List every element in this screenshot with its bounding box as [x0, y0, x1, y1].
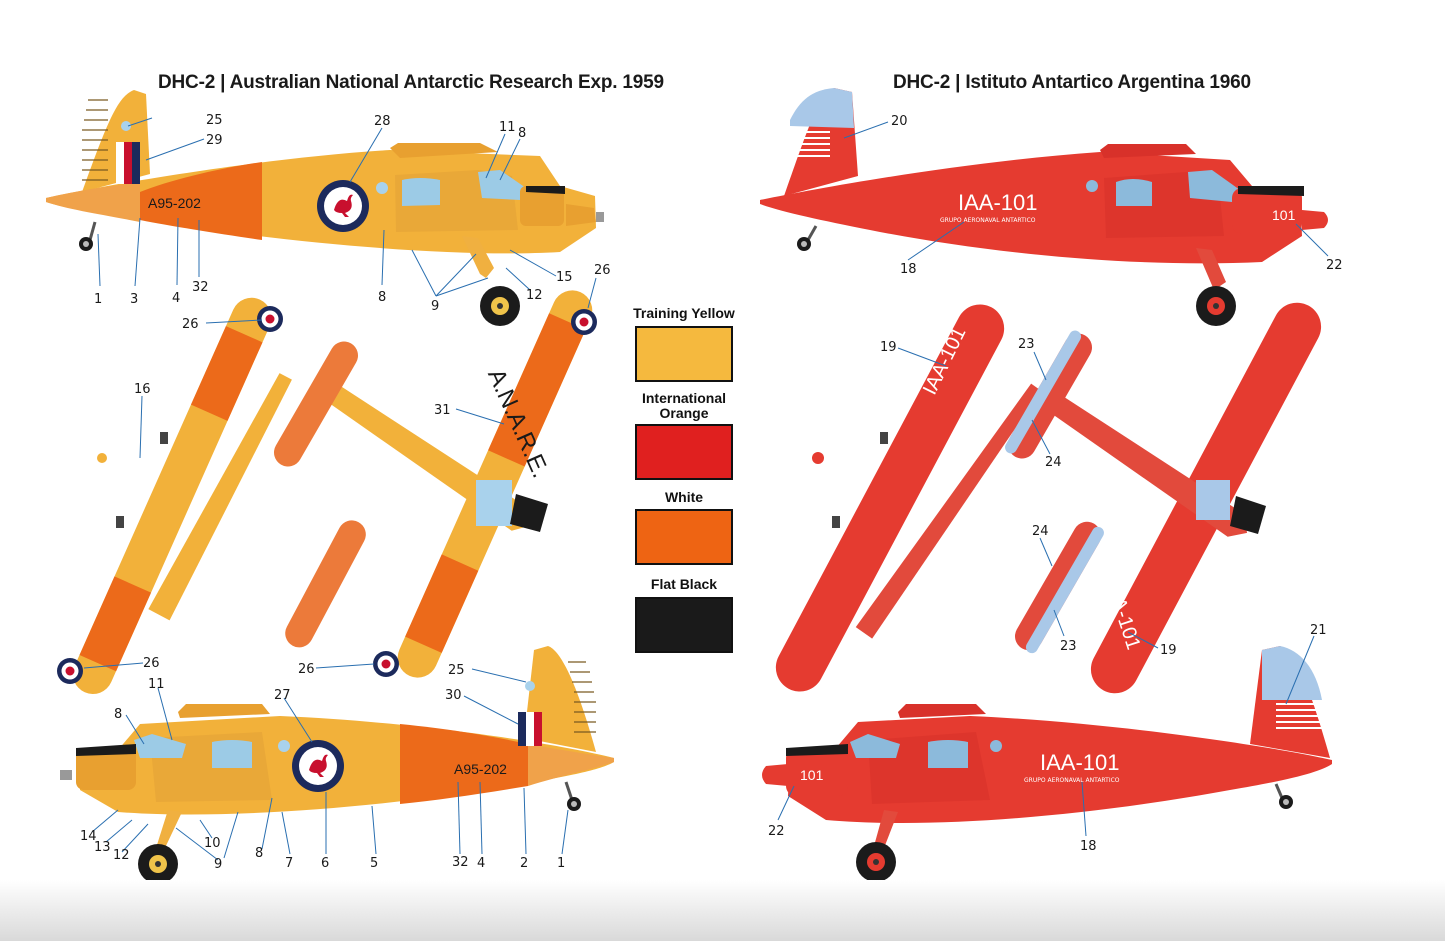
legend-label-international-orange: International Orange [641, 390, 726, 421]
callout: 7 [285, 856, 293, 871]
callout: 20 [891, 114, 908, 129]
legend-label-white: White [664, 489, 704, 505]
arg-sub-bottom: GRUPO AERONAVAL ANTARTICO [1024, 777, 1120, 784]
arg-nose-top: 101 [1272, 207, 1296, 223]
arg-side-view-bottom: IAA-101 GRUPO AERONAVAL ANTARTICO 101 [762, 635, 1332, 882]
legend-label-flat-black: Flat Black [650, 576, 718, 592]
callout: 15 [556, 270, 573, 285]
arg-plan-view-top: IAA-101 [1005, 302, 1322, 694]
aus-plan-leaders [83, 277, 597, 669]
callout: 2 [520, 856, 528, 871]
arg-side-view-top: IAA-101 GRUPO AERONAVAL ANTARTICO 101 [760, 88, 1329, 326]
swatch-training-yellow [635, 326, 733, 382]
arg-plan-callouts: 19 23 24 24 23 19 [880, 337, 1177, 658]
callout: 4 [477, 856, 485, 871]
callout: 30 [445, 688, 462, 703]
callout: 14 [80, 829, 97, 844]
aus-top-callouts: 25 29 28 11 8 1 3 4 32 8 9 12 15 [94, 113, 573, 314]
callout: 11 [148, 677, 165, 692]
arg-top-callouts: 20 18 22 [891, 114, 1343, 277]
callout: 12 [113, 848, 130, 863]
callout: 25 [206, 113, 223, 128]
aus-serial-bottom: A95-202 [454, 761, 507, 777]
callout: 9 [431, 299, 439, 314]
arg-plan-leaders [897, 347, 1159, 649]
callout: 26 [182, 317, 199, 332]
callout: 1 [557, 856, 565, 871]
aus-side-view-top: A95-202 [46, 90, 604, 326]
callout: 12 [526, 288, 543, 303]
callout: 8 [255, 846, 263, 861]
callout: 9 [214, 857, 222, 872]
aus-side-view-bottom: A95-202 [60, 646, 614, 884]
callout: 18 [1080, 839, 1097, 854]
arg-plan-view-underside: IAA-101 [775, 304, 1104, 692]
callout: 6 [321, 856, 329, 871]
arg-bottom-callouts: 21 22 18 [768, 623, 1327, 854]
callout: 18 [900, 262, 917, 277]
arg-sub-top: GRUPO AERONAVAL ANTARTICO [940, 217, 1036, 224]
callout: 11 [499, 120, 516, 135]
arg-nose-bottom: 101 [800, 767, 824, 783]
callout: 5 [370, 856, 378, 871]
callout: 26 [143, 656, 160, 671]
callout: 24 [1045, 455, 1062, 470]
callout: 24 [1032, 524, 1049, 539]
callout: 23 [1060, 639, 1077, 654]
right-title: DHC-2 | Istituto Antartico Argentina 196… [893, 72, 1251, 93]
callout: 26 [594, 263, 611, 278]
callout: 13 [94, 840, 111, 855]
callout: 19 [880, 340, 897, 355]
aus-plan-view-underside [57, 297, 366, 695]
callout: 31 [434, 403, 451, 418]
callout: 1 [94, 292, 102, 307]
legend-label-training-yellow: Training Yellow [633, 305, 735, 321]
aus-plan-callouts: 26 16 31 26 26 26 [134, 263, 611, 677]
callout: 29 [206, 133, 223, 148]
callout: 23 [1018, 337, 1035, 352]
callout: 22 [1326, 258, 1343, 273]
callout: 4 [172, 291, 180, 306]
callout: 32 [192, 280, 209, 295]
callout: 26 [298, 662, 315, 677]
left-title: DHC-2 | Australian National Antarctic Re… [158, 72, 664, 93]
callout: 8 [378, 290, 386, 305]
arg-reg-bottom: IAA-101 [1040, 750, 1120, 775]
callout: 8 [114, 707, 122, 722]
callout: 22 [768, 824, 785, 839]
aus-serial-top: A95-202 [148, 195, 201, 211]
swatch-white [635, 509, 733, 565]
swatch-international-orange [635, 424, 733, 480]
callout: 3 [130, 292, 138, 307]
aus-bottom-callouts: 25 30 27 8 11 14 13 12 10 9 8 7 6 5 32 4… [80, 663, 565, 872]
callout: 27 [274, 688, 291, 703]
arg-reg-top: IAA-101 [958, 190, 1038, 215]
callout: 21 [1310, 623, 1327, 638]
callout: 28 [374, 114, 391, 129]
callout: 8 [518, 126, 526, 141]
callout: 10 [204, 836, 221, 851]
callout: 19 [1160, 643, 1177, 658]
swatch-flat-black [635, 597, 733, 653]
bottom-fade [0, 880, 1445, 941]
callout: 32 [452, 855, 469, 870]
aus-plan-view-top: A.N.A.R.E. [274, 290, 597, 678]
callout: 25 [448, 663, 465, 678]
callout: 16 [134, 382, 151, 397]
